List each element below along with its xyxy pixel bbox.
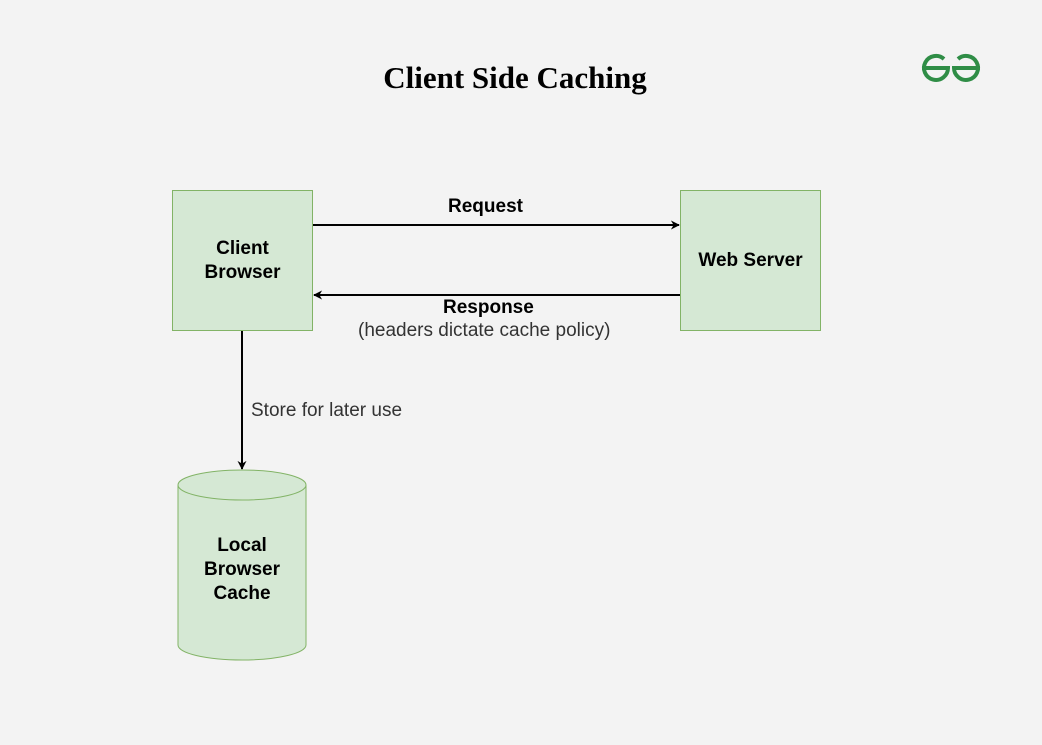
local-cache-label: Local Browser Cache [203, 535, 281, 604]
client-browser-label: Client Browser [204, 237, 281, 283]
store-label: Store for later use [251, 400, 403, 421]
gfg-logo-icon [922, 53, 980, 82]
request-label: Request [448, 196, 523, 217]
web-server-node: Web Server [680, 190, 821, 331]
page-title: Client Side Caching [383, 60, 647, 95]
web-server-label: Web Server [698, 249, 803, 271]
response-label: Response [443, 297, 534, 318]
response-note: (headers dictate cache policy) [358, 320, 611, 341]
client-browser-node: Client Browser [172, 190, 313, 331]
local-cache-cylinder [177, 469, 307, 661]
